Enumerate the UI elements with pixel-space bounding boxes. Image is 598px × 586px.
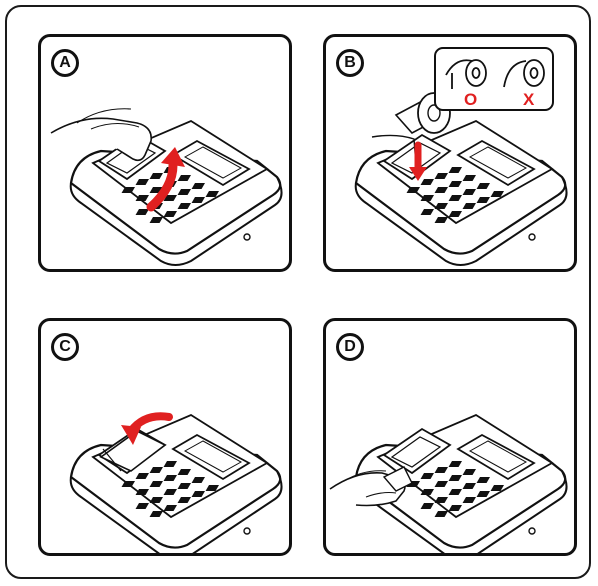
printer-illustration-a	[41, 37, 289, 269]
step-badge-a: A	[51, 49, 79, 77]
panel-c: C	[38, 318, 292, 556]
step-badge-d: D	[336, 333, 364, 361]
panel-b: B O X	[323, 34, 577, 272]
printer-illustration-c	[41, 321, 289, 553]
panel-a: A	[38, 34, 292, 272]
roll-orientation-inset: O X	[434, 47, 554, 111]
correct-mark: O	[464, 91, 477, 108]
wrong-mark: X	[523, 91, 534, 108]
step-badge-c: C	[51, 333, 79, 361]
panel-d: D	[323, 318, 577, 556]
printer-illustration-d	[326, 321, 574, 553]
step-badge-b: B	[336, 49, 364, 77]
roll-wrong-icon	[504, 60, 544, 87]
roll-correct-icon	[446, 60, 486, 89]
